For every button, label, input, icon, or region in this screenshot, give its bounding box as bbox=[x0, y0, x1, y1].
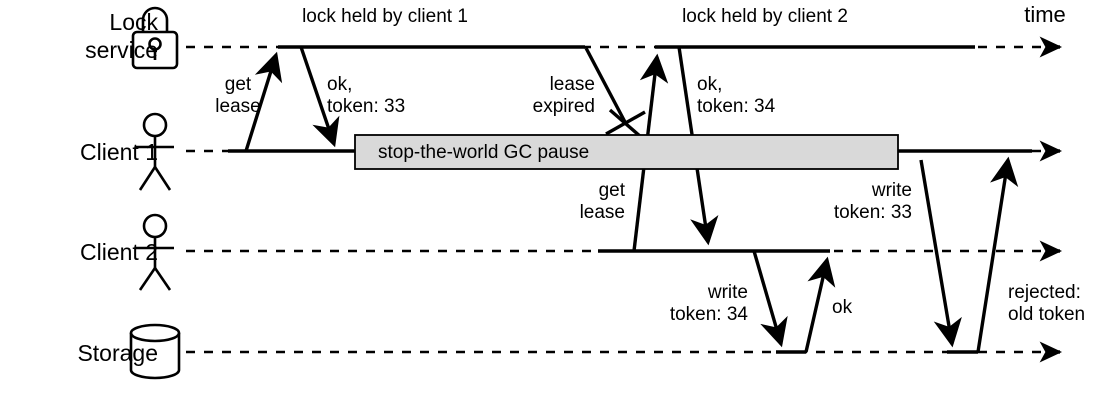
message-label-ok-token-33: ok, token: 33 bbox=[327, 74, 405, 117]
msg-text-line1: ok, bbox=[697, 74, 722, 95]
arrow-write-token-34 bbox=[752, 250, 788, 348]
arrow-lease-expired bbox=[584, 47, 627, 123]
message-label-ok-token-34: ok, token: 34 bbox=[697, 74, 776, 117]
msg-text-line1: lease bbox=[550, 74, 595, 95]
database-cylinder-icon bbox=[129, 323, 181, 380]
lane-client-2: Client 2 bbox=[80, 213, 1063, 291]
gc-pause-rect bbox=[354, 134, 899, 170]
message-label-write-token-34: write token: 34 bbox=[670, 282, 749, 325]
arrow-rejected-old-token bbox=[976, 156, 1019, 353]
arrow-write-token-33 bbox=[919, 159, 962, 348]
lane-label-client-1: Client 1 bbox=[80, 139, 158, 165]
msg-text-line2: token: 34 bbox=[670, 304, 749, 325]
lane-label-lock-service-line2: service bbox=[85, 37, 158, 63]
msg-text-line2: lease bbox=[580, 202, 625, 223]
time-axis-label: time bbox=[1024, 2, 1066, 27]
msg-text-line2: expired bbox=[533, 96, 595, 117]
stick-figure-icon-client-1 bbox=[136, 112, 174, 191]
msg-text-line1: write bbox=[871, 180, 912, 201]
arrow-ok-token-33 bbox=[299, 46, 340, 148]
message-label-rejected-old-token: rejected: old token bbox=[1008, 282, 1085, 325]
msg-text-line1: get bbox=[599, 180, 626, 201]
message-label-write-token-33: write token: 33 bbox=[834, 180, 912, 223]
arrow-ok-storage-to-client-2 bbox=[804, 256, 836, 353]
msg-text-line1: ok bbox=[832, 297, 853, 318]
stop-the-world-gc-pause-box: stop-the-world GC pause bbox=[354, 134, 899, 170]
lease-expired-cross-icon bbox=[605, 108, 646, 139]
msg-text-line1: write bbox=[707, 282, 748, 303]
message-label-get-lease-2: get lease bbox=[580, 180, 626, 223]
arrow-get-lease-client-1 bbox=[244, 51, 283, 152]
msg-text-line2: token: 33 bbox=[327, 96, 405, 117]
padlock-icon bbox=[131, 6, 179, 70]
message-label-ok-storage: ok bbox=[832, 297, 853, 318]
lane-label-lock-service-line1: Lock bbox=[109, 9, 158, 35]
message-label-lease-expired: lease expired bbox=[533, 74, 595, 117]
lane-client-1: Client 1 bbox=[80, 112, 1063, 191]
gc-pause-label: stop-the-world GC pause bbox=[378, 142, 589, 163]
lane-label-client-2: Client 2 bbox=[80, 239, 158, 265]
msg-text-line2: token: 33 bbox=[834, 202, 912, 223]
msg-text-line1: ok, bbox=[327, 74, 352, 95]
message-label-get-lease-1: get lease bbox=[215, 74, 260, 117]
label-lock-held-by-client-1: lock held by client 1 bbox=[302, 6, 468, 27]
msg-text-line1: rejected: bbox=[1008, 282, 1081, 303]
msg-text-line1: get bbox=[225, 74, 252, 95]
label-lock-held-by-client-2: lock held by client 2 bbox=[682, 6, 848, 27]
lane-storage: Storage bbox=[77, 323, 1063, 380]
lane-label-storage: Storage bbox=[77, 340, 158, 366]
msg-text-line2: token: 34 bbox=[697, 96, 776, 117]
lane-lock-service: Lock service bbox=[85, 6, 1063, 70]
msg-text-line2: old token bbox=[1008, 304, 1085, 325]
msg-text-line2: lease bbox=[215, 96, 260, 117]
stick-figure-icon-client-2 bbox=[136, 213, 174, 291]
